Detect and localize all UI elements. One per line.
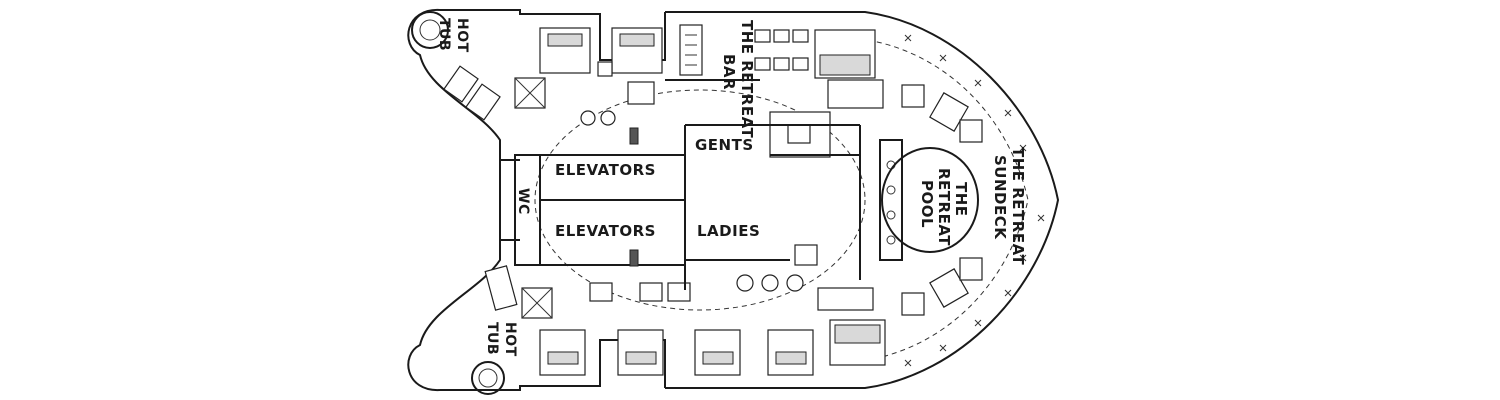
aft-loungers-bottom [484, 265, 553, 319]
svg-text:THE RETREAT: THE RETREAT [1009, 147, 1027, 266]
retreat-bar-area [665, 24, 760, 81]
svg-text:TUB: TUB [484, 322, 500, 355]
aft-loungers-top [443, 65, 546, 121]
label-retreat-pool: THE RETREAT POOL [918, 168, 970, 246]
svg-text:RETREAT: RETREAT [935, 168, 953, 246]
bar-stools [580, 110, 804, 292]
svg-text:HOT: HOT [454, 18, 470, 53]
cabanas-top [539, 27, 663, 105]
table-clusters-bottom [589, 244, 886, 366]
hot-tub-top [411, 11, 449, 49]
label-elevators-bottom: ELEVATORS [555, 222, 656, 240]
label-hot-tub-top: HOT TUB [436, 18, 470, 53]
label-hot-tub-bottom: HOT TUB [484, 322, 518, 357]
label-gents: GENTS [695, 136, 754, 154]
cabanas-bottom [539, 329, 814, 376]
sundeck-loungers [901, 84, 983, 316]
table-clusters-top [754, 29, 884, 158]
label-ladies: LADIES [697, 222, 760, 240]
svg-text:THE RETREAT: THE RETREAT [738, 20, 756, 139]
svg-text:POOL: POOL [918, 180, 936, 228]
central-core [514, 124, 861, 290]
hot-tub-bottom [471, 361, 505, 395]
retreat-pool [881, 147, 979, 253]
label-elevators-top: ELEVATORS [555, 161, 656, 179]
hull-outline [407, 8, 1060, 392]
svg-text:HOT: HOT [502, 322, 518, 357]
deck-planters [904, 34, 1045, 367]
label-retreat-sundeck: THE RETREAT SUNDECK [991, 147, 1027, 266]
svg-text:WC: WC [515, 188, 531, 215]
svg-text:SUNDECK: SUNDECK [991, 155, 1009, 240]
label-wc: WC [515, 188, 531, 215]
label-retreat-bar: THE RETREAT BAR [720, 20, 756, 139]
svg-text:THE: THE [952, 182, 970, 217]
pool-deck [879, 139, 903, 261]
svg-text:TUB: TUB [436, 18, 452, 51]
svg-text:BAR: BAR [720, 54, 738, 90]
